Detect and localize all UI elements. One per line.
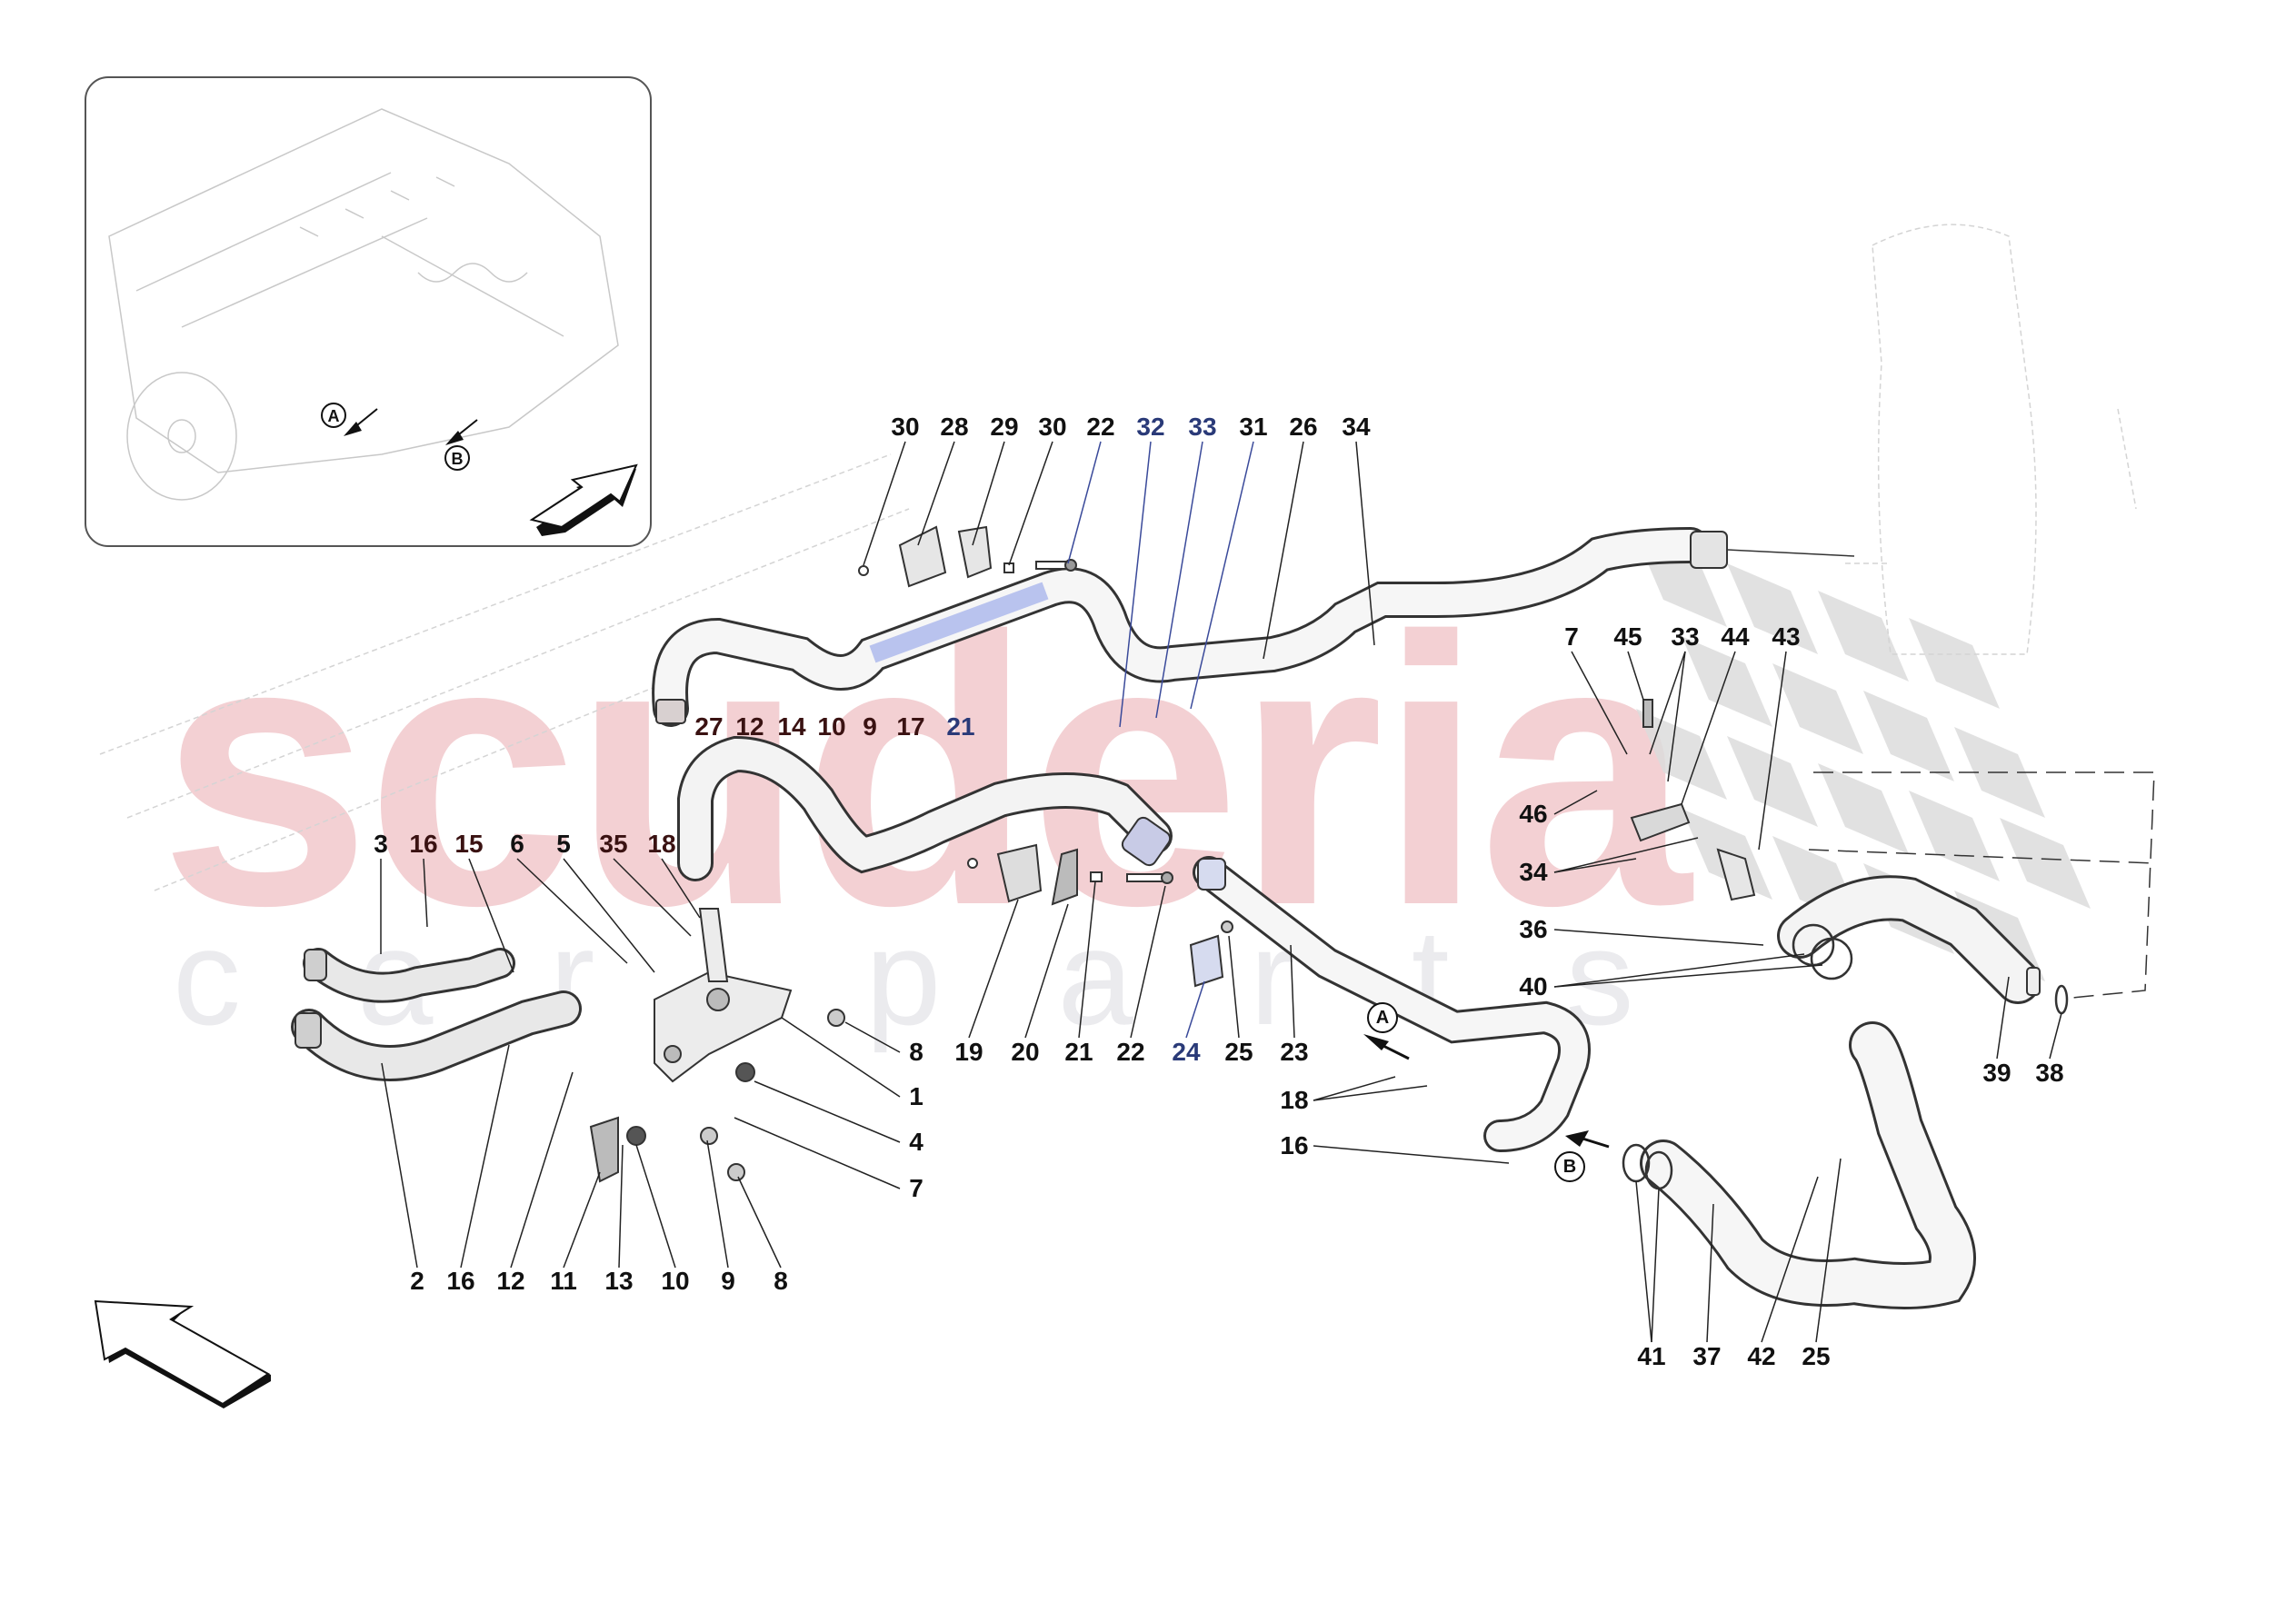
part-label-25[interactable]: 25 bbox=[1802, 1342, 1831, 1370]
svg-text:A: A bbox=[328, 407, 340, 425]
svg-text:B: B bbox=[452, 450, 464, 468]
part-label-29[interactable]: 29 bbox=[990, 413, 1019, 441]
part-label-10[interactable]: 10 bbox=[661, 1267, 690, 1295]
part-label-15[interactable]: 15 bbox=[454, 830, 484, 858]
part-label-19[interactable]: 19 bbox=[954, 1038, 983, 1066]
part-label-9[interactable]: 9 bbox=[863, 712, 877, 741]
part-label-4[interactable]: 4 bbox=[909, 1128, 923, 1156]
part-label-2[interactable]: 2 bbox=[410, 1267, 424, 1295]
part-label-12[interactable]: 12 bbox=[735, 712, 764, 741]
part-label-16[interactable]: 16 bbox=[446, 1267, 475, 1295]
section-marker-b: B bbox=[1554, 1151, 1585, 1182]
part-label-9[interactable]: 9 bbox=[721, 1267, 735, 1295]
pipes-36-37 bbox=[1622, 875, 2069, 1309]
arrow-a-icon bbox=[1363, 1034, 1410, 1060]
part-label-23[interactable]: 23 bbox=[1280, 1038, 1309, 1066]
part-label-30[interactable]: 30 bbox=[1038, 413, 1067, 441]
part-label-6[interactable]: 6 bbox=[510, 830, 524, 858]
part-label-10[interactable]: 10 bbox=[817, 712, 846, 741]
part-label-14[interactable]: 14 bbox=[777, 712, 806, 741]
part-label-7[interactable]: 7 bbox=[1564, 622, 1579, 651]
part-label-8[interactable]: 8 bbox=[774, 1267, 788, 1295]
part-label-36[interactable]: 36 bbox=[1519, 915, 1548, 943]
part-label-34[interactable]: 34 bbox=[1519, 858, 1548, 886]
part-label-7[interactable]: 7 bbox=[909, 1174, 923, 1202]
hoses-2-3 bbox=[291, 948, 582, 1081]
part-label-20[interactable]: 20 bbox=[1011, 1038, 1040, 1066]
manifold-block-1 bbox=[589, 908, 845, 1183]
part-label-22[interactable]: 22 bbox=[1116, 1038, 1145, 1066]
part-label-16[interactable]: 16 bbox=[409, 830, 438, 858]
part-label-18[interactable]: 18 bbox=[1280, 1086, 1309, 1114]
part-label-37[interactable]: 37 bbox=[1692, 1342, 1722, 1370]
section-marker-a: A bbox=[1367, 1002, 1398, 1033]
part-label-30[interactable]: 30 bbox=[891, 413, 920, 441]
part-label-35[interactable]: 35 bbox=[599, 830, 628, 858]
part-label-42[interactable]: 42 bbox=[1747, 1342, 1776, 1370]
pipe-26 bbox=[652, 527, 1855, 727]
part-label-17[interactable]: 17 bbox=[896, 712, 925, 741]
part-label-21[interactable]: 21 bbox=[946, 712, 975, 741]
part-label-11[interactable]: 11 bbox=[550, 1267, 577, 1295]
part-label-8[interactable]: 8 bbox=[909, 1038, 923, 1066]
part-label-38[interactable]: 38 bbox=[2035, 1059, 2064, 1087]
part-label-3[interactable]: 3 bbox=[374, 830, 388, 858]
part-label-41[interactable]: 41 bbox=[1637, 1342, 1666, 1370]
part-label-44[interactable]: 44 bbox=[1721, 622, 1750, 651]
part-label-32[interactable]: 32 bbox=[1136, 413, 1165, 441]
part-label-39[interactable]: 39 bbox=[1982, 1059, 2011, 1087]
part-label-13[interactable]: 13 bbox=[604, 1267, 634, 1295]
part-label-34[interactable]: 34 bbox=[1342, 413, 1371, 441]
part-label-40[interactable]: 40 bbox=[1519, 972, 1548, 1000]
pipe-17-23 bbox=[677, 735, 1591, 1152]
part-label-25[interactable]: 25 bbox=[1224, 1038, 1253, 1066]
view-direction-arrow-icon bbox=[94, 1299, 271, 1408]
part-label-27[interactable]: 27 bbox=[694, 712, 724, 741]
inset-marker-b: B bbox=[444, 419, 478, 471]
part-label-5[interactable]: 5 bbox=[556, 830, 571, 858]
part-label-43[interactable]: 43 bbox=[1772, 622, 1801, 651]
part-label-18[interactable]: 18 bbox=[647, 830, 676, 858]
part-label-31[interactable]: 31 bbox=[1239, 413, 1268, 441]
part-label-28[interactable]: 28 bbox=[940, 413, 969, 441]
bracket-43-44 bbox=[1630, 699, 1756, 901]
part-label-45[interactable]: 45 bbox=[1613, 622, 1642, 651]
part-label-33[interactable]: 33 bbox=[1188, 413, 1217, 441]
part-label-46[interactable]: 46 bbox=[1519, 800, 1548, 828]
part-label-33[interactable]: 33 bbox=[1671, 622, 1700, 651]
part-label-22[interactable]: 22 bbox=[1086, 413, 1115, 441]
clip-group-top bbox=[858, 525, 1077, 588]
arrow-b-icon bbox=[1565, 1130, 1610, 1149]
clips-19-25 bbox=[967, 843, 1233, 988]
part-label-1[interactable]: 1 bbox=[909, 1082, 923, 1110]
part-label-12[interactable]: 12 bbox=[496, 1267, 525, 1295]
inset-direction-arrow-icon bbox=[529, 463, 638, 536]
part-label-21[interactable]: 21 bbox=[1064, 1038, 1093, 1066]
part-label-26[interactable]: 26 bbox=[1289, 413, 1318, 441]
inset-engine-overview bbox=[85, 76, 652, 547]
part-label-16[interactable]: 16 bbox=[1280, 1131, 1309, 1159]
part-label-24[interactable]: 24 bbox=[1172, 1038, 1201, 1066]
inset-marker-a: A bbox=[321, 403, 378, 436]
